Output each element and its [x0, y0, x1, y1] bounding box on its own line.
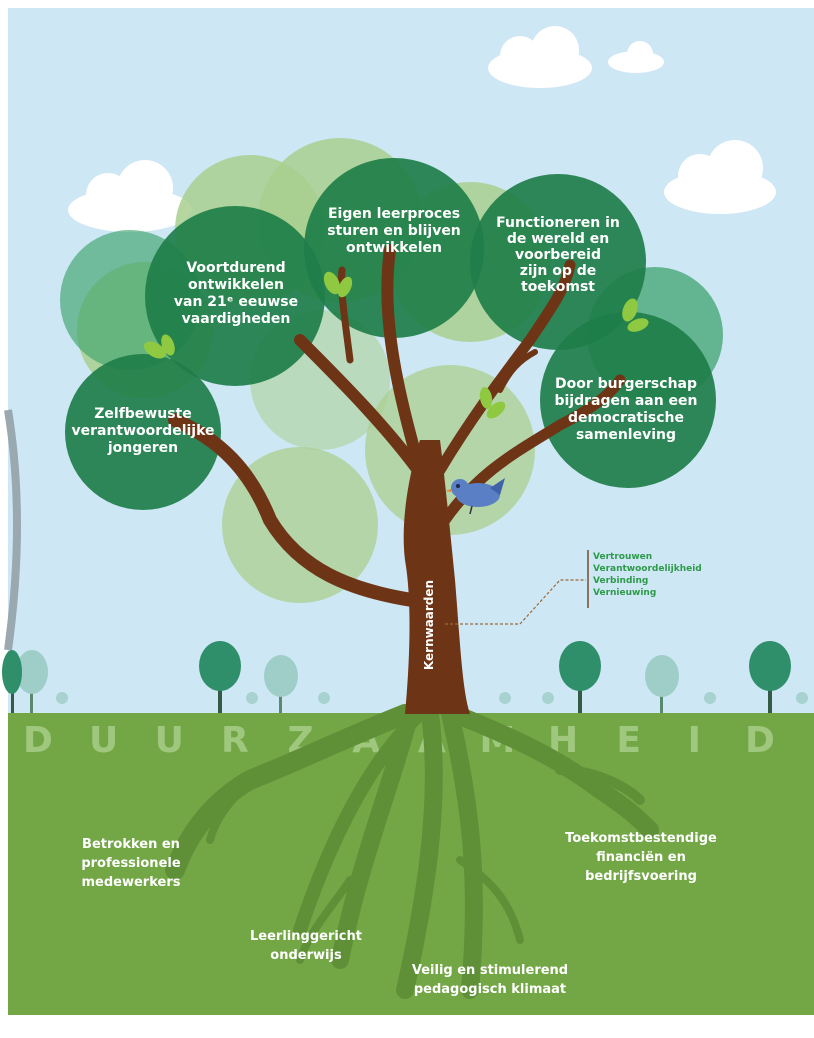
foundation-title-onderwijs: Leerlinggericht onderwijs — [250, 929, 362, 963]
goal-bubble-zelfbewuste — [65, 354, 221, 510]
background-tree-icon — [559, 641, 601, 714]
clouds — [68, 26, 776, 232]
ground-word-letter: D — [23, 720, 53, 761]
foundation-title-medewerkers: Betrokken en professionele medewerkers — [81, 837, 181, 890]
goal-bubble-voortdurend — [145, 206, 325, 386]
goal-title-line: bijdragen aan een — [554, 393, 697, 409]
core-values-connector — [445, 550, 589, 625]
goal-title-line: van 21ᵉ eeuwse — [174, 294, 298, 310]
cloud-icon — [68, 160, 192, 232]
ground-word-letter: U — [89, 720, 118, 761]
bird-icon — [445, 478, 505, 515]
goal-title-line: zijn op de — [520, 263, 597, 279]
background-tree-icon — [16, 650, 48, 714]
foundation-title-line: medewerkers — [82, 875, 181, 890]
goal-title-line: vaardigheden — [182, 311, 291, 327]
foundation-title-line: Toekomstbestendige — [565, 831, 717, 846]
goal-title-line: jongeren — [107, 440, 178, 456]
cloud-icon — [488, 26, 592, 88]
foundation-title-klimaat: Veilig en stimulerend pedagogisch klimaat — [412, 963, 568, 997]
background-tree-icon — [264, 655, 298, 714]
goal-title-line: samenleving — [576, 427, 676, 443]
core-values-list: VertrouwenVerantwoordelijkheidVerbinding… — [593, 552, 702, 598]
core-value-item: Verbinding — [593, 576, 648, 586]
core-value-item: Vernieuwing — [593, 588, 656, 598]
background-tree-icon — [2, 650, 22, 714]
goal-title-line: toekomst — [521, 279, 595, 295]
edge-arc — [4, 409, 21, 651]
foundation-title-line: professionele — [81, 856, 181, 871]
cloud-icon — [608, 41, 664, 73]
ground-word-letter: E — [616, 720, 641, 761]
goal-title-line: Door burgerschap — [555, 376, 697, 392]
ground-word-letter: U — [155, 720, 184, 761]
foundation-title-line: bedrijfsvoering — [585, 869, 697, 884]
core-value-item: Vertrouwen — [593, 552, 652, 562]
core-value-item: Verantwoordelijkheid — [593, 564, 702, 574]
foundation-title-line: financiën en — [596, 850, 686, 865]
goal-title-line: ontwikkelen — [346, 240, 442, 256]
goal-title-line: Zelfbewuste — [94, 406, 191, 422]
roots — [165, 704, 659, 999]
background-tree-icon — [749, 641, 791, 714]
foundation-title-line: Betrokken en — [82, 837, 180, 852]
foundation-title-line: Leerlinggericht — [250, 929, 362, 944]
ground-word-letter: I — [688, 720, 701, 761]
goal-title-line: ontwikkelen — [188, 277, 284, 293]
goal-title-line: democratische — [568, 410, 684, 426]
branches — [168, 244, 626, 607]
background-trees — [2, 641, 808, 714]
ground-word-letter: R — [221, 720, 249, 761]
goal-title-line: Functioneren in — [496, 215, 620, 231]
core-label: Kernwaarden — [422, 580, 436, 670]
foundation-title-line: onderwijs — [270, 948, 342, 963]
ground-word-letter: D — [745, 720, 775, 761]
background-tree-icon — [199, 641, 241, 714]
goal-title-line: de wereld en — [507, 231, 609, 247]
goal-title-line: sturen en blijven — [327, 223, 461, 239]
cloud-icon — [664, 140, 776, 214]
goal-title-line: Voortdurend — [186, 260, 285, 276]
goal-bubble-functioneren — [470, 174, 646, 350]
goal-title-line: Eigen leerproces — [328, 206, 460, 222]
foundation-title-financien: Toekomstbestendige financiën en bedrijfsvo… — [565, 831, 717, 884]
goal-title-line: verantwoordelijke — [71, 423, 214, 439]
trunk — [403, 440, 470, 714]
foundation-title-line: Veilig en stimulerend — [412, 963, 568, 978]
background-tree-icon — [645, 655, 679, 714]
goal-bubble-burgerschap — [540, 312, 716, 488]
shrubs — [56, 692, 808, 704]
foundation-titles: Betrokken en professionele medewerkersLeer… — [81, 831, 717, 997]
leaf-accents — [144, 271, 649, 419]
goal-title-line: voorbereid — [515, 247, 601, 263]
foundation-title-line: pedagogisch klimaat — [414, 982, 566, 997]
